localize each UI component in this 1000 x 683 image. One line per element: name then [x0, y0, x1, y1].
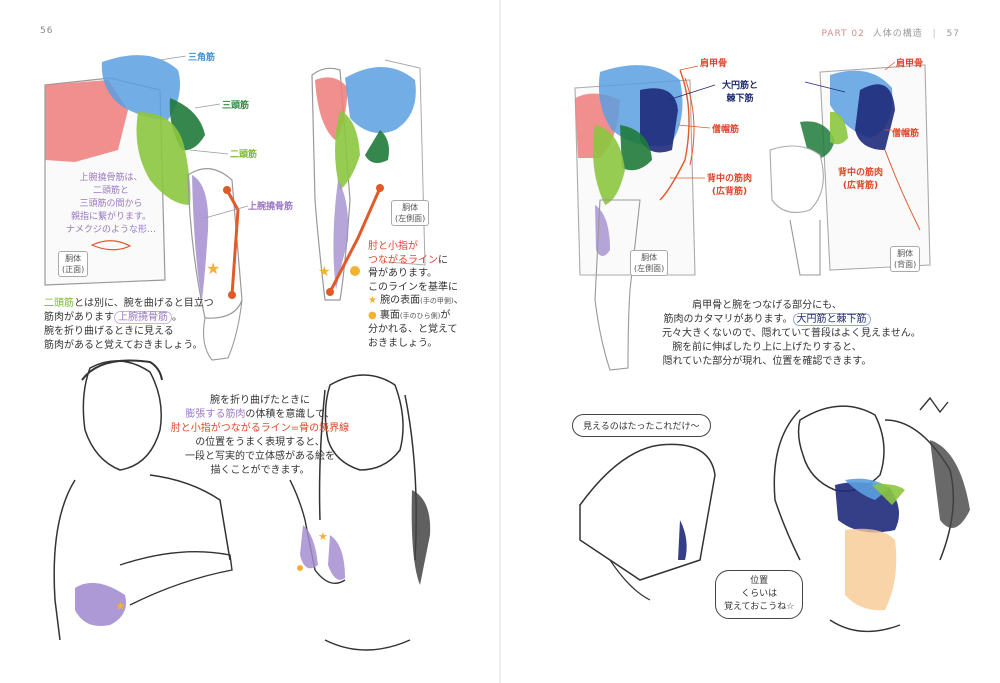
forearm-outline	[187, 168, 243, 319]
label-trapezius-back: 僧帽筋	[892, 129, 920, 139]
book-gutter	[499, 0, 501, 683]
pectoral-muscle-shape	[45, 80, 128, 162]
torso-side-label-right: 胴体 (左側面)	[630, 250, 669, 276]
paragraph-teres: 肩甲骨と腕をつなげる部分にも、 筋肉のカタマリがあります。大円筋と棘下筋 元々大…	[662, 300, 921, 367]
star-bullet-icon: ★	[368, 295, 377, 306]
dot-bullet-icon: ●	[368, 309, 377, 321]
biceps-muscle-shape	[136, 112, 191, 205]
label-biceps: 二頭筋	[230, 150, 258, 160]
man-forearm-muscle-shape	[75, 582, 126, 626]
label-latissimus-back: 背中の筋肉 (広背筋)	[838, 168, 884, 191]
paragraph-bone-line: 肘と小指が つながるラインに 骨があります。 このラインを基準に ★ 腕の表面(…	[368, 241, 464, 349]
star-icon: ★	[206, 259, 220, 278]
slug-doodle-icon	[90, 240, 132, 251]
teres-muscle-shape	[640, 88, 678, 153]
deltoid-muscle-shape	[101, 55, 181, 120]
note-line-3: 三頭筋の間から	[79, 199, 143, 209]
raised-arm-outline	[579, 443, 716, 581]
page-number-left: 56	[40, 26, 54, 36]
svg-text:★: ★	[318, 264, 331, 280]
label-triceps: 三頭筋	[222, 101, 250, 111]
shoulder-anatomy-illustration-right	[574, 61, 970, 633]
label-deltoid: 三角筋	[188, 53, 216, 63]
paragraph-brachioradialis: 二頭筋とは別に、腕を曲げると目立つ 筋肉があります上腕撓骨筋。 腕を折り曲げると…	[44, 298, 214, 351]
wrist-dot	[228, 291, 236, 299]
label-teres-side: 大円筋と 棘下筋	[722, 81, 759, 104]
arm-anatomy-illustration-left: ★ ★	[44, 55, 431, 651]
label-latissimus-side: 背中の筋肉 (広背筋)	[707, 174, 753, 197]
note-line-2: 二頭筋と	[93, 186, 130, 196]
note-line-4: 親指に繋がります。	[70, 212, 152, 222]
torso-front-label: 胴体 (正面)	[58, 251, 89, 277]
paragraph-expression: 腕を折り曲げたときに 膨張する筋肉の体積を意識して、 肘と小指がつながるライン=…	[170, 395, 350, 476]
note-line-5: ナメクジのような形…	[66, 225, 157, 235]
man-head-outline	[82, 360, 162, 471]
left-page: 56 ★	[40, 26, 464, 651]
girl-head-outline	[324, 374, 404, 471]
label-scapula-side: 肩甲骨	[700, 59, 728, 69]
right-page: PART 02 人体の構造 | 57	[500, 0, 1000, 683]
elbow-dot	[223, 186, 231, 194]
note-brachioradialis: 上腕撓骨筋は、 二頭筋と 三頭筋の間から 親指に繋がります。 ナメクジのような形…	[66, 172, 156, 237]
side-arm-outline	[311, 67, 351, 301]
header-part: PART 02	[821, 29, 865, 39]
label-brachioradialis: 上腕撓骨筋	[248, 202, 294, 212]
bone-line	[225, 189, 240, 296]
page-number-right: 57	[946, 29, 960, 39]
brachioradialis-muscle-shape	[192, 175, 209, 300]
header-title: 人体の構造	[872, 29, 923, 39]
torso-back-label: 胴体 (背面)	[890, 246, 921, 272]
label-scapula-back: 肩甲骨	[896, 59, 924, 69]
label-trapezius-side: 僧帽筋	[712, 125, 740, 135]
twintail-girl-head-outline	[797, 405, 885, 492]
hand-outline	[203, 299, 243, 361]
torso-side-label-left: 胴体 (左側面)	[391, 200, 430, 226]
svg-text:★: ★	[115, 599, 126, 613]
speech-bubble-position: 位置 くらいは 覚えておこうね☆	[715, 570, 804, 619]
svg-text:★: ★	[318, 530, 328, 543]
speech-bubble-visible: 見えるのはたったこれだけ〜	[572, 414, 711, 437]
note-line-1: 上腕撓骨筋は、	[79, 173, 143, 183]
running-header: PART 02 人体の構造 | 57	[821, 29, 960, 39]
